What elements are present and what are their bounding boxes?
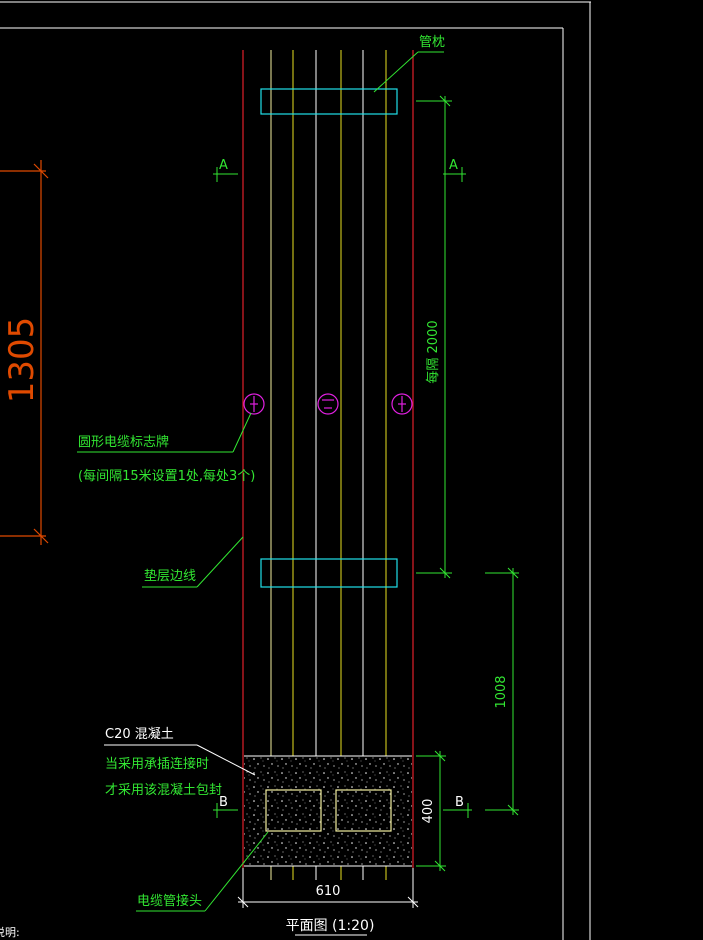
concrete-leader [104, 744, 256, 776]
cable-marker-middle [317, 393, 339, 415]
dimension-concrete-height [416, 750, 446, 872]
section-a-left-label: A [219, 158, 228, 173]
cushion-edge-lines [242, 50, 414, 868]
cable-joint-label: 电缆管接头 [137, 893, 202, 909]
dimension-spacing [416, 95, 452, 579]
cable-marker-left [243, 393, 265, 415]
cable-joint-right [335, 789, 392, 832]
cable-marker-title: 圆形电缆标志牌 [78, 434, 169, 450]
concrete-title: C20 混凝土 [105, 726, 174, 742]
pipe-pillow-label: 管枕 [419, 35, 445, 50]
notes-prefix: 说明: [0, 925, 20, 939]
dimension-width [237, 868, 419, 908]
dimension-left-large-text: 1305 [2, 317, 42, 404]
section-a-right-label: A [449, 158, 458, 173]
section-b-marker-left [213, 803, 238, 818]
cable-marker-note: (每间隔15米设置1处,每处3个) [78, 468, 255, 484]
pipe-pillow-top [260, 88, 398, 115]
dimension-concrete-height-text: 400 [421, 799, 436, 824]
section-a-marker-right [443, 167, 466, 182]
cushion-edge-leader [142, 536, 244, 588]
section-b-right-label: B [455, 795, 464, 810]
cable-joint-left [265, 789, 322, 832]
cable-conduit-lines [270, 50, 387, 880]
dimension-spacing-text: 每隔 2000 [425, 320, 441, 383]
drawing-frame [0, 1, 591, 940]
concrete-note-2: 才采用该混凝土包封 [105, 782, 222, 798]
concrete-encasement [244, 756, 412, 866]
dimension-gap [485, 567, 519, 816]
section-b-left-label: B [219, 795, 228, 810]
section-a-marker-left [213, 167, 238, 182]
cable-joint-leader [136, 831, 269, 912]
pipe-pillow-leader [373, 51, 444, 93]
cable-marker-right [391, 393, 413, 415]
plan-title: 平面图 (1:20) [286, 918, 375, 934]
dimension-gap-text: 1008 [494, 675, 509, 708]
pipe-pillow-bottom [260, 558, 398, 588]
dimension-width-text: 610 [316, 884, 341, 899]
concrete-note-1: 当采用承插连接时 [105, 756, 209, 772]
cable-marker-leader [77, 412, 252, 453]
dimension-left-large [0, 160, 49, 545]
cushion-edge-label: 垫层边线 [144, 568, 196, 584]
section-b-marker-right [443, 803, 472, 818]
